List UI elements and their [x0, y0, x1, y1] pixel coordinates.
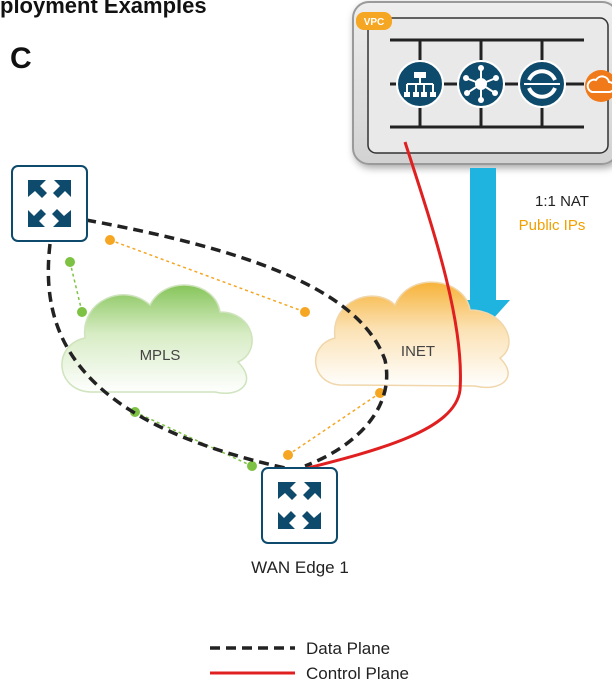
router-arrows-icon	[278, 482, 321, 529]
mpls-label: MPLS	[140, 347, 181, 364]
vpc-badge-label: VPC	[364, 17, 385, 28]
control-plane-label: Control Plane	[306, 664, 409, 683]
network-hub-icon	[457, 60, 505, 108]
sync-router-icon	[518, 60, 566, 108]
vpc-badge	[356, 12, 392, 30]
control-plane-link	[299, 141, 462, 472]
wan-edge-label: WAN Edge 1	[251, 558, 349, 577]
cloud-icon	[585, 70, 612, 102]
data-plane-label: Data Plane	[306, 639, 390, 658]
legend: Data Plane Control Plane	[210, 639, 409, 683]
data-plane-tunnels	[46, 218, 389, 470]
public-ips-label: Public IPs	[519, 217, 586, 234]
vpc-container: VPC	[352, 1, 612, 165]
inet-label: INET	[401, 343, 435, 360]
header-text: ployment Examples	[0, 0, 207, 18]
panel-letter: C	[10, 42, 32, 75]
router-wan-edge-1[interactable]	[261, 467, 338, 544]
nat-label: 1:1 NAT	[535, 193, 589, 210]
mpls-cloud: MPLS	[61, 284, 253, 394]
router-top-left[interactable]	[11, 165, 88, 242]
network-switch-icon	[396, 60, 444, 108]
router-arrows-icon	[28, 180, 71, 227]
inet-transport-links	[105, 235, 385, 460]
